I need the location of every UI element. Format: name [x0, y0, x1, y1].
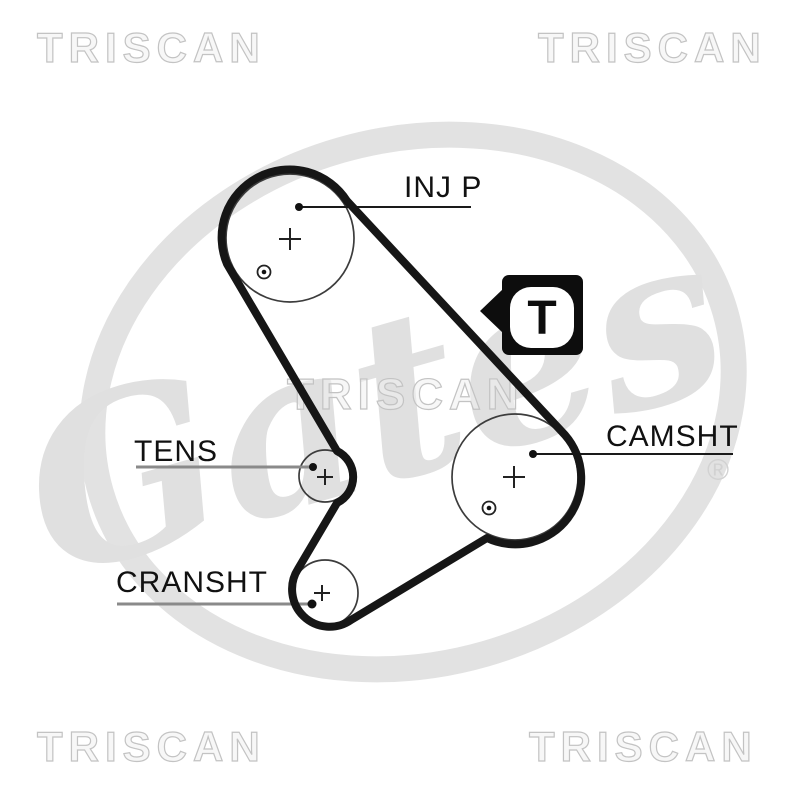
timing-mark-icon: T	[480, 275, 583, 355]
center-cross-crankshaft	[314, 585, 330, 601]
timing-mark-inner-plate	[510, 287, 574, 348]
watermark-triscan-bottom-right: TRISCAN	[528, 723, 758, 770]
watermark-triscan-top-right: TRISCAN	[537, 24, 767, 71]
label-camshaft: CAMSHT	[606, 420, 739, 453]
leader-dot-cransht	[307, 599, 317, 609]
center-cross-injection-pump	[279, 228, 301, 250]
watermark-triscan-center: TRISCAN	[286, 370, 525, 419]
timing-mark-arrow-left-icon	[480, 289, 503, 333]
timing-belt	[217, 165, 586, 631]
leader-dot-camsht	[529, 450, 537, 458]
registered-trademark-icon: ®	[707, 454, 729, 487]
watermark-triscan-top-left: TRISCAN	[36, 24, 266, 71]
center-cross-tensioner	[317, 469, 333, 485]
timing-mark-letter: T	[527, 292, 556, 345]
label-tensioner: TENS	[134, 435, 219, 468]
center-cross-camshaft	[503, 466, 525, 488]
leader-dot-injp	[295, 203, 303, 211]
bolt-icon-camshaft	[481, 500, 497, 516]
leader-dot-tens	[309, 463, 317, 471]
label-injection-pump: INJ P	[404, 171, 483, 204]
pulley-circle-injection-pump	[225, 173, 355, 303]
label-crankshaft: CRANSHT	[116, 566, 269, 599]
watermark-triscan-bottom-left: TRISCAN	[36, 723, 266, 770]
bolt-icon-injection-pump	[256, 264, 272, 280]
